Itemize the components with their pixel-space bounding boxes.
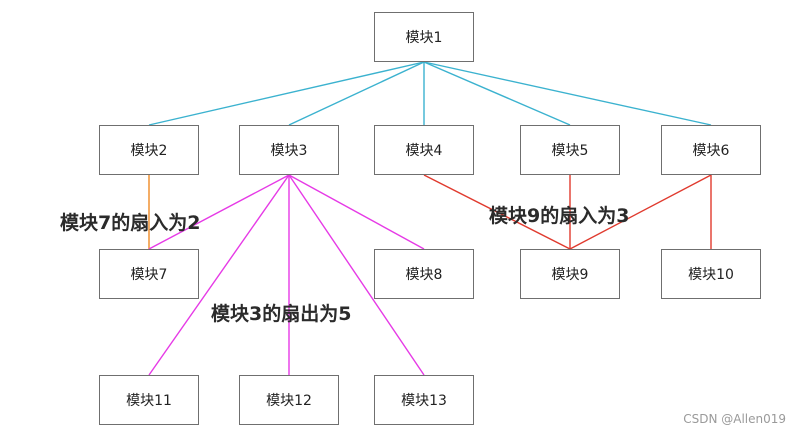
edge-m1-m5 — [423, 61, 571, 126]
edge-m3-m7 — [148, 174, 290, 250]
edge-m1-m3 — [288, 61, 425, 126]
fan-out-3-annotation: 模块3的扇出为5 — [211, 303, 352, 325]
edge-m3-m13 — [288, 174, 425, 376]
module-13-node: 模块13 — [374, 375, 474, 425]
module-11-node: 模块11 — [99, 375, 199, 425]
module-1-node: 模块1 — [374, 12, 474, 62]
edge-m3-m11 — [148, 174, 290, 376]
module-2-node: 模块2 — [99, 125, 199, 175]
module-3-node: 模块3 — [239, 125, 339, 175]
csdn-watermark: CSDN @Allen019 — [683, 412, 786, 426]
fan-in-9-annotation: 模块9的扇入为3 — [489, 205, 630, 227]
module-7-node: 模块7 — [99, 249, 199, 299]
edge-m3-m8 — [288, 174, 425, 250]
module-9-node: 模块9 — [520, 249, 620, 299]
module-6-node: 模块6 — [661, 125, 761, 175]
edge-m4-m9 — [423, 174, 571, 250]
module-4-node: 模块4 — [374, 125, 474, 175]
edge-m1-m6 — [423, 61, 712, 126]
module-8-node: 模块8 — [374, 249, 474, 299]
module-5-node: 模块5 — [520, 125, 620, 175]
module-10-node: 模块10 — [661, 249, 761, 299]
edge-m6-m9 — [569, 174, 712, 250]
edge-m1-m2 — [148, 61, 425, 126]
module-12-node: 模块12 — [239, 375, 339, 425]
fan-in-7-annotation: 模块7的扇入为2 — [60, 212, 201, 234]
